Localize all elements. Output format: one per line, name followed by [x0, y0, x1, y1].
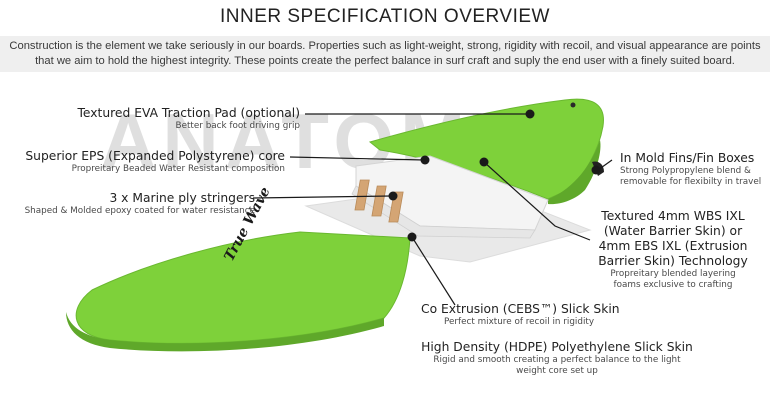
callout-hdpe: High Density (HDPE) Polyethylene Slick S… — [421, 340, 693, 376]
leash-plug — [570, 102, 576, 108]
page-title: INNER SPECIFICATION OVERVIEW — [219, 6, 550, 27]
callout-dots — [388, 109, 601, 242]
stringer-1 — [354, 179, 370, 211]
stringer-2 — [371, 185, 387, 217]
callout-eps-core: Superior EPS (Expanded Polystyrene) core… — [25, 149, 285, 174]
core-lower-skin — [351, 185, 536, 239]
stringer-3 — [388, 191, 404, 223]
board-top-rail — [548, 140, 601, 205]
leader-lines — [252, 113, 613, 306]
callout-fins: In Mold Fins/Fin Boxes Strong Polypropyl… — [620, 151, 762, 187]
callout-wbs: Textured 4mm WBS IXL (Water Barrier Skin… — [598, 209, 748, 290]
callout-stringers: 3 x Marine ply stringers Shaped & Molded… — [24, 191, 255, 216]
callout-traction-pad: Textured EVA Traction Pad (optional) Bet… — [77, 106, 300, 131]
callout-cebs: Co Extrusion (CEBS™) Slick Skin Perfect … — [421, 302, 620, 327]
board-bottom-rail — [66, 312, 384, 352]
intro-text: Construction is the element we take seri… — [0, 36, 770, 72]
